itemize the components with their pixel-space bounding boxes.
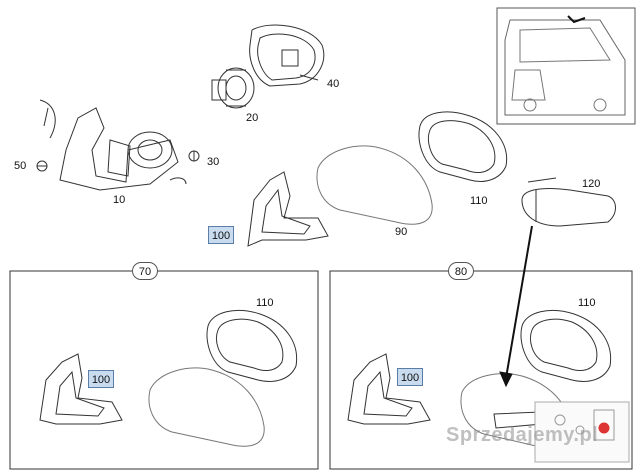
part-20-motor (211, 67, 255, 109)
label-120: 120 (582, 178, 601, 190)
leader-arrow (499, 225, 533, 388)
watermark-text: Sprzedajemy.pl (446, 424, 599, 446)
callout-100-left: 100 (88, 370, 114, 388)
callout-100-right: 100 (397, 368, 423, 386)
part-100-frame-top (247, 171, 329, 247)
callout-100-top: 100 (208, 226, 234, 244)
screw-30 (188, 150, 200, 162)
section-80-tag: 80 (448, 262, 474, 280)
label-20: 20 (246, 112, 259, 124)
label-50: 50 (14, 160, 27, 172)
label-110-top: 110 (470, 195, 488, 207)
label-110-right: 110 (578, 297, 596, 309)
label-10: 10 (113, 194, 126, 206)
section-70-box (9, 270, 319, 470)
part-120-indicator (521, 177, 616, 227)
part-110-ring-top (418, 111, 508, 182)
part-90-cover (316, 145, 433, 225)
part-10-base (39, 99, 187, 191)
label-90: 90 (395, 226, 408, 238)
label-40: 40 (327, 78, 340, 90)
label-30: 30 (207, 156, 220, 168)
section-70-tag: 70 (132, 262, 158, 280)
screw-50 (36, 160, 48, 172)
vehicle-inset (496, 7, 636, 125)
thumbnail-inset (534, 401, 630, 463)
label-110-left: 110 (256, 297, 274, 309)
part-40-glass (249, 24, 325, 87)
